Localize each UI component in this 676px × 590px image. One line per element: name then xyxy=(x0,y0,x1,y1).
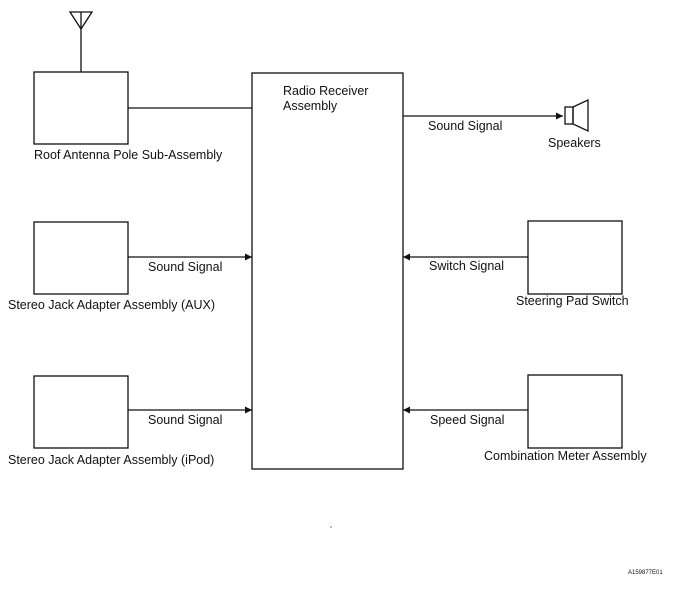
speakers-label: Speakers xyxy=(548,136,601,150)
antenna-label: Roof Antenna Pole Sub-Assembly xyxy=(34,148,223,162)
steering-switch-block xyxy=(527,220,623,295)
switch-signal-label: Switch Signal xyxy=(429,259,505,273)
antenna-icon xyxy=(68,11,94,72)
aux-adapter-block xyxy=(33,221,129,295)
ipod-adapter-label: Stereo Jack Adapter Assembly (iPod) xyxy=(8,453,215,467)
radio-receiver-block xyxy=(251,72,404,470)
stray-dot xyxy=(330,526,332,528)
radio-receiver-label-line1: Radio Receiver xyxy=(283,84,369,98)
ipod-sound-signal-label: Sound Signal xyxy=(148,413,223,427)
sound-signal-to-speakers-label: Sound Signal xyxy=(428,119,503,133)
aux-adapter-label: Stereo Jack Adapter Assembly (AUX) xyxy=(8,298,216,312)
speed-signal-label: Speed Signal xyxy=(430,413,505,427)
radio-receiver-label-line2: Assembly xyxy=(283,99,338,113)
antenna-block xyxy=(33,71,129,145)
ipod-adapter-block xyxy=(33,375,129,449)
steering-switch-label: Steering Pad Switch xyxy=(516,294,629,308)
speaker-icon xyxy=(564,98,589,133)
figure-code: A159877E01 xyxy=(628,570,663,576)
aux-sound-signal-label: Sound Signal xyxy=(148,260,223,274)
combination-meter-block xyxy=(527,374,623,449)
combination-meter-label: Combination Meter Assembly xyxy=(484,449,647,463)
